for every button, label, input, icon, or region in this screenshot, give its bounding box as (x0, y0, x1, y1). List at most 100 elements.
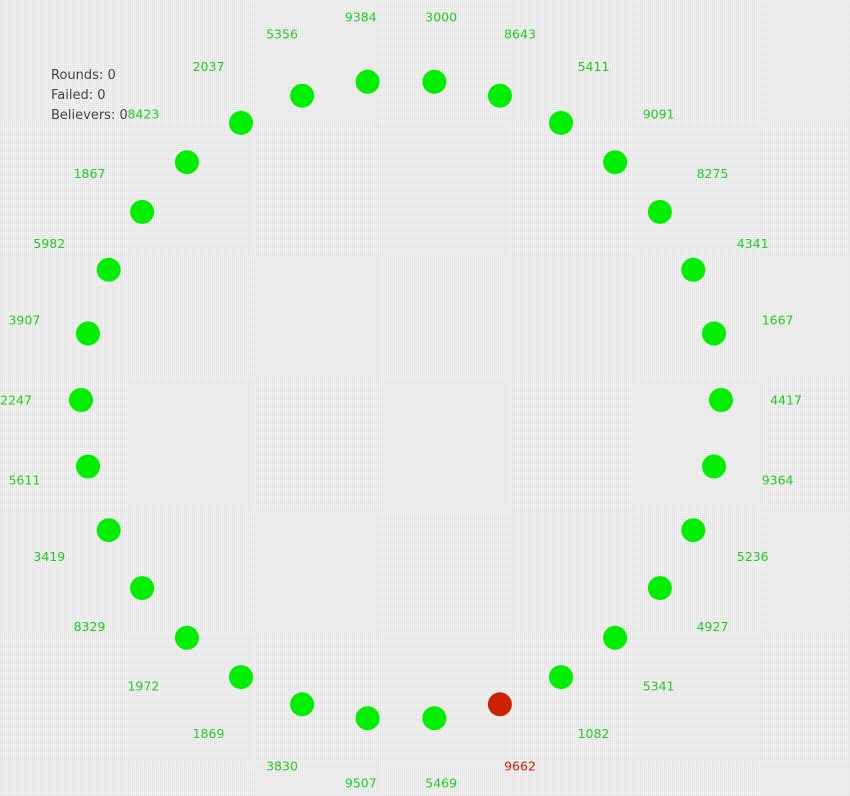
node-label: 9384 (345, 10, 377, 25)
failed-row: Failed: 0 (51, 86, 128, 106)
node-label: 1869 (193, 726, 225, 741)
node-label: 1082 (578, 726, 610, 741)
node[interactable]: 5469 (422, 706, 457, 790)
node-dot[interactable] (487, 83, 512, 108)
node-dot[interactable] (130, 199, 155, 224)
node-dot[interactable] (290, 692, 315, 717)
believers-value: 0 (119, 108, 128, 123)
node[interactable]: 5411 (549, 59, 609, 135)
node[interactable]: 3830 (266, 692, 315, 774)
node-dot[interactable] (355, 706, 380, 731)
node-label: 2037 (193, 59, 225, 74)
node-label: 9662 (504, 759, 536, 774)
node[interactable]: 2037 (193, 59, 253, 135)
node-label: 5611 (8, 473, 40, 488)
node[interactable]: 5236 (681, 518, 769, 564)
node[interactable]: 1867 (74, 166, 155, 224)
node-label: 9091 (643, 106, 675, 121)
node-label: 4417 (770, 393, 802, 408)
node[interactable]: 4417 (709, 388, 802, 412)
stats-panel: Rounds: 0 Failed: 0 Believers: 0 (51, 66, 128, 126)
node-dot[interactable] (549, 665, 573, 690)
node-label: 4341 (737, 236, 769, 251)
node-label: 1972 (127, 679, 159, 694)
node-dot[interactable] (69, 388, 93, 412)
failed-label: Failed: (51, 88, 94, 103)
node[interactable]: 4927 (647, 576, 729, 634)
node-dot[interactable] (355, 69, 380, 94)
node-label: 8329 (74, 619, 106, 634)
node[interactable]: 5611 (8, 454, 100, 488)
node-dot[interactable] (603, 150, 628, 175)
node[interactable]: 2247 (0, 388, 93, 412)
believers-label: Believers: (51, 108, 116, 123)
node-label: 3419 (33, 549, 65, 564)
node-label: 4927 (697, 619, 729, 634)
node[interactable]: 5982 (33, 236, 121, 282)
node-label: 5469 (425, 775, 457, 790)
node-dot[interactable] (603, 625, 628, 650)
node-dot[interactable] (681, 257, 706, 282)
node-dot[interactable] (174, 625, 199, 650)
node[interactable]: 8423 (127, 106, 199, 175)
node-label: 5982 (33, 236, 65, 251)
node[interactable]: 3000 (422, 10, 457, 94)
node-label: 5356 (266, 26, 298, 41)
node[interactable]: 8329 (74, 576, 155, 634)
node-dot[interactable] (422, 69, 447, 94)
node-dot[interactable] (174, 150, 199, 175)
node[interactable]: 9507 (345, 706, 380, 790)
node-dot[interactable] (647, 576, 672, 601)
node-dot[interactable] (76, 454, 100, 479)
node-dot[interactable] (130, 576, 155, 601)
node-dot[interactable] (76, 321, 100, 346)
failed-value: 0 (97, 88, 106, 103)
node-label: 5236 (737, 549, 769, 564)
node-dot[interactable] (229, 665, 253, 690)
node-dot[interactable] (229, 110, 253, 135)
node-dot[interactable] (96, 257, 121, 282)
node[interactable]: 8275 (647, 166, 729, 224)
node-dot[interactable] (549, 110, 573, 135)
node-label: 1867 (74, 166, 106, 181)
node-label: 3907 (8, 313, 40, 328)
node-label: 1667 (762, 313, 794, 328)
rounds-row: Rounds: 0 (51, 66, 128, 86)
node[interactable]: 4341 (681, 236, 769, 282)
node-label: 8643 (504, 26, 536, 41)
node[interactable]: 1972 (127, 625, 199, 694)
node-dot[interactable] (422, 706, 447, 731)
node[interactable]: 5341 (603, 625, 675, 694)
node-dot[interactable] (681, 518, 706, 543)
node-label: 9507 (345, 775, 377, 790)
node[interactable]: 9091 (603, 106, 675, 175)
node-dot[interactable] (709, 388, 733, 412)
node-dot-faulty[interactable] (487, 692, 512, 717)
node[interactable]: 1082 (549, 665, 609, 741)
node-label: 8423 (127, 106, 159, 121)
node-label: 9364 (762, 473, 794, 488)
node[interactable]: 1667 (702, 313, 794, 346)
node[interactable]: 3907 (8, 313, 100, 346)
rounds-label: Rounds: (51, 68, 104, 83)
node[interactable]: 9364 (702, 454, 794, 488)
node[interactable]: 8643 (487, 26, 536, 108)
node[interactable]: 3419 (33, 518, 121, 564)
node-dot[interactable] (647, 199, 672, 224)
node[interactable]: 9662 (487, 692, 536, 774)
node[interactable]: 5356 (266, 26, 315, 108)
node-dot[interactable] (96, 518, 121, 543)
node-label: 5341 (643, 679, 675, 694)
node-label: 3830 (266, 759, 298, 774)
node-label: 8275 (697, 166, 729, 181)
rounds-value: 0 (107, 68, 116, 83)
node-dot[interactable] (702, 454, 726, 479)
node[interactable]: 1869 (193, 665, 253, 741)
node-label: 5411 (578, 59, 610, 74)
node-label: 2247 (0, 393, 32, 408)
node-dot[interactable] (290, 83, 315, 108)
node-label: 3000 (425, 10, 457, 25)
node-dot[interactable] (702, 321, 726, 346)
node[interactable]: 9384 (345, 10, 380, 94)
